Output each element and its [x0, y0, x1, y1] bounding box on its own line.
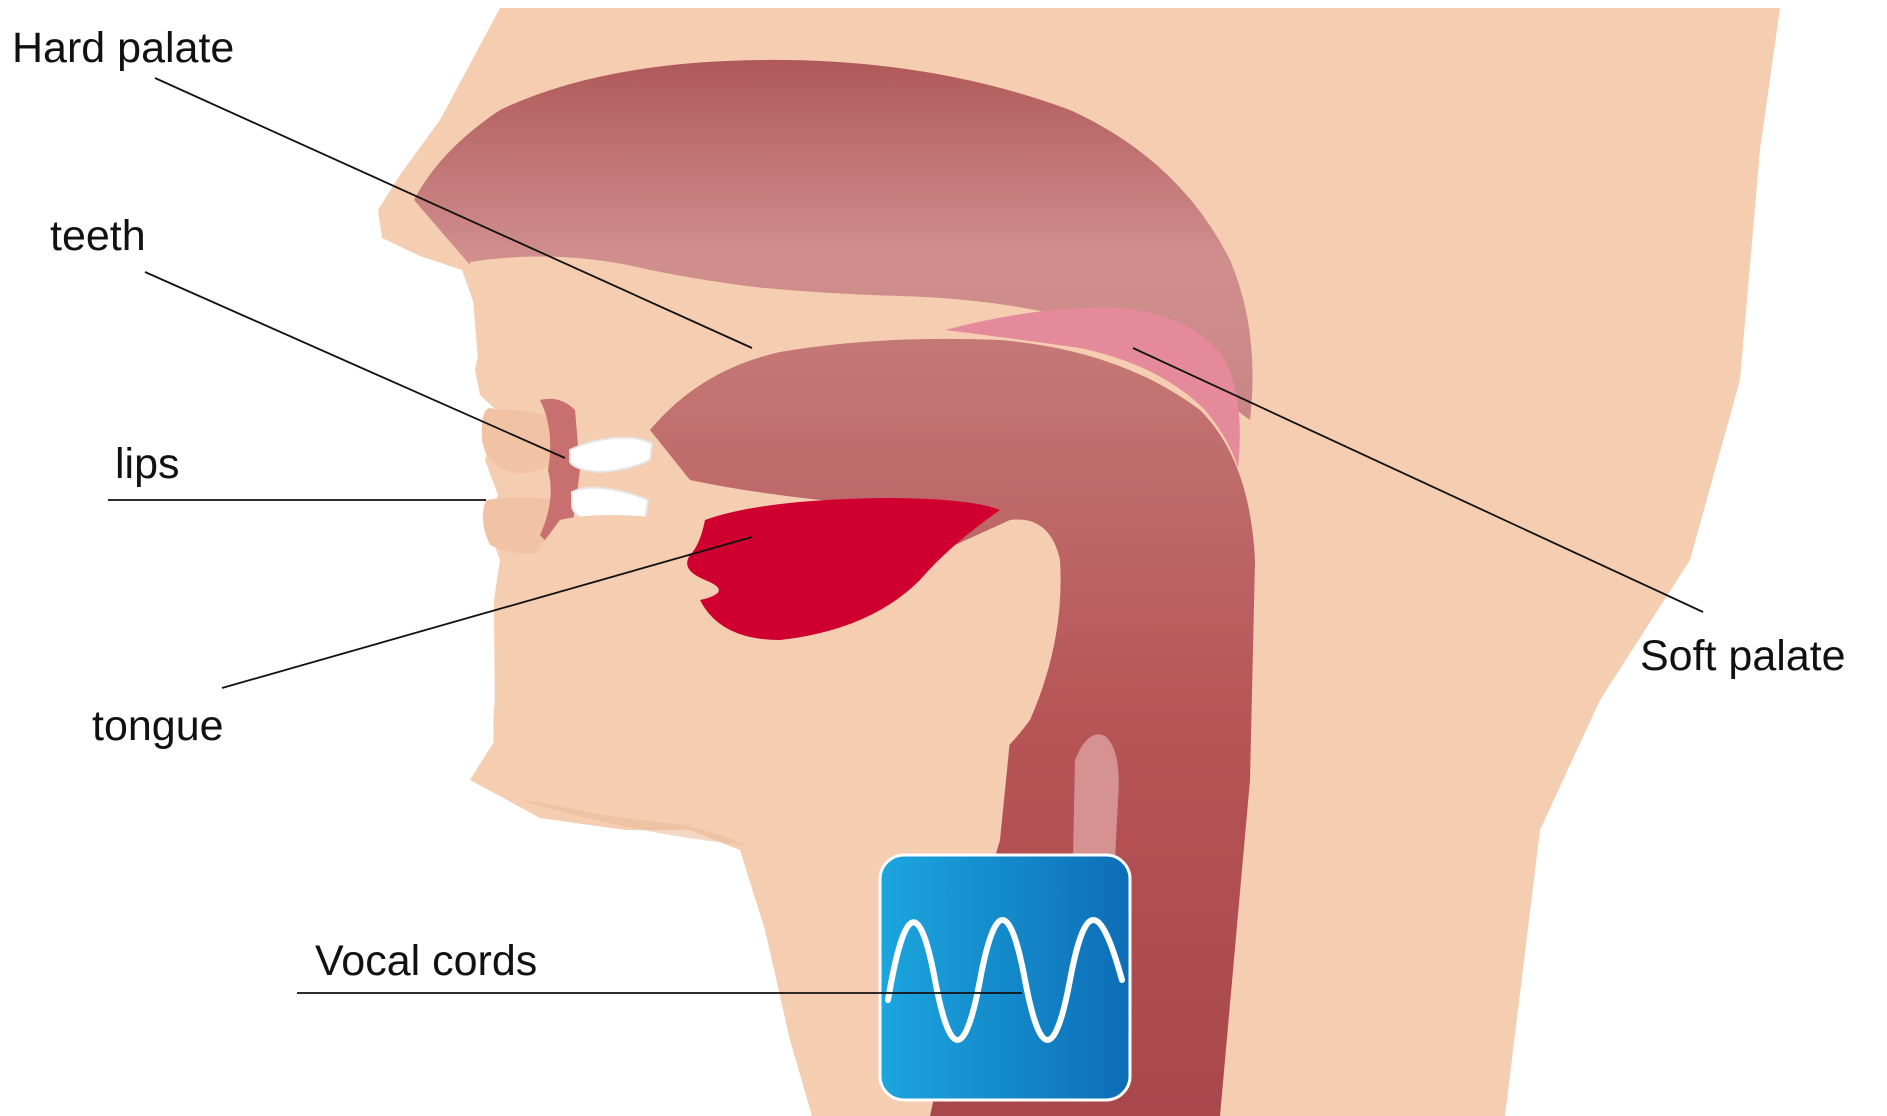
lips-label: lips	[115, 440, 180, 488]
vocal-cords-label: Vocal cords	[315, 937, 537, 985]
soft-palate-label: Soft palate	[1640, 632, 1846, 680]
vocal-cords-box	[880, 855, 1130, 1100]
tongue-label: tongue	[92, 702, 224, 750]
teeth-label: teeth	[50, 212, 146, 260]
hard-palate-label: Hard palate	[12, 24, 234, 72]
